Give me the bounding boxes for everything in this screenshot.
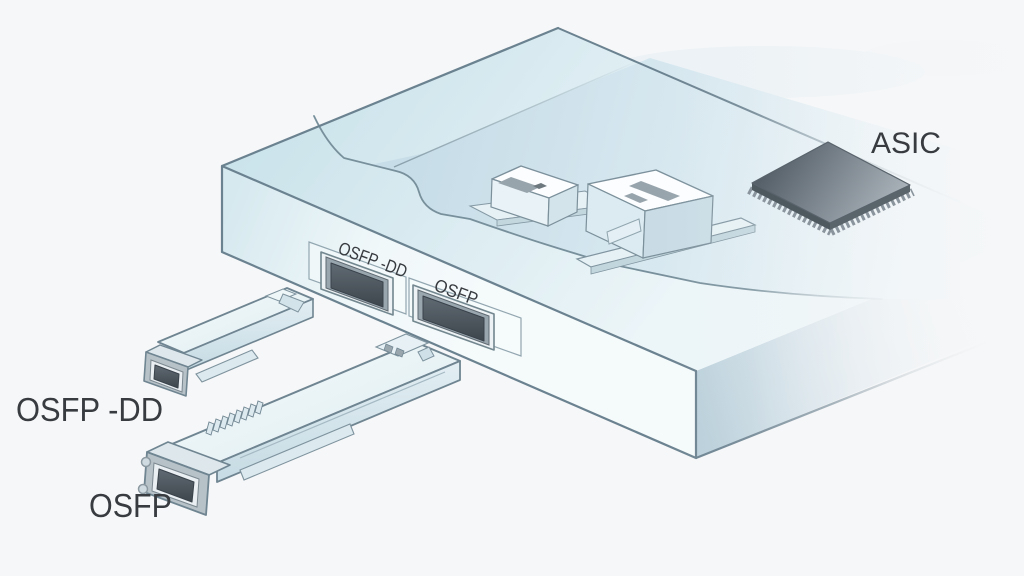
connector-cage-left <box>490 165 579 227</box>
module-connector-opening <box>156 468 195 503</box>
module-tail-step <box>417 346 435 362</box>
module-connector-opening <box>153 364 180 389</box>
module-osfp <box>137 333 461 516</box>
module-label-osfp: OSFP <box>89 487 172 524</box>
port-opening <box>422 295 485 342</box>
asic-side-left <box>752 183 830 230</box>
asic-label: ASIC <box>871 127 941 160</box>
module-tail-marks <box>383 343 405 358</box>
module-lid-seam <box>239 371 446 459</box>
port-osfp <box>408 277 522 357</box>
cage-left-slot-notch <box>533 183 547 189</box>
right-fade-overlay <box>640 0 1024 576</box>
asic-pins-right <box>829 188 915 236</box>
asic-side-right <box>830 185 910 230</box>
cage-left-slot-mark <box>498 177 540 193</box>
port-osfp-dd <box>308 241 407 316</box>
cage-left-side <box>547 184 579 227</box>
port-opening <box>330 262 384 308</box>
recess-backwall-line <box>393 59 641 168</box>
module-bail-ear <box>140 456 152 468</box>
module-tail-tab <box>278 293 305 313</box>
asic-top <box>751 141 911 224</box>
asic-chip <box>747 141 915 236</box>
chassis-edges <box>220 26 698 460</box>
module-bail-ear <box>137 483 149 495</box>
asic-pins-left <box>747 186 833 236</box>
module-latch-strip <box>239 423 355 481</box>
module-tail-notch <box>264 288 298 302</box>
module-heatsink-ribs <box>205 400 264 436</box>
module-latch-strip <box>195 349 259 383</box>
module-label-osfp-dd: OSFP -DD <box>16 391 163 428</box>
module-osfp-dd <box>143 287 314 397</box>
